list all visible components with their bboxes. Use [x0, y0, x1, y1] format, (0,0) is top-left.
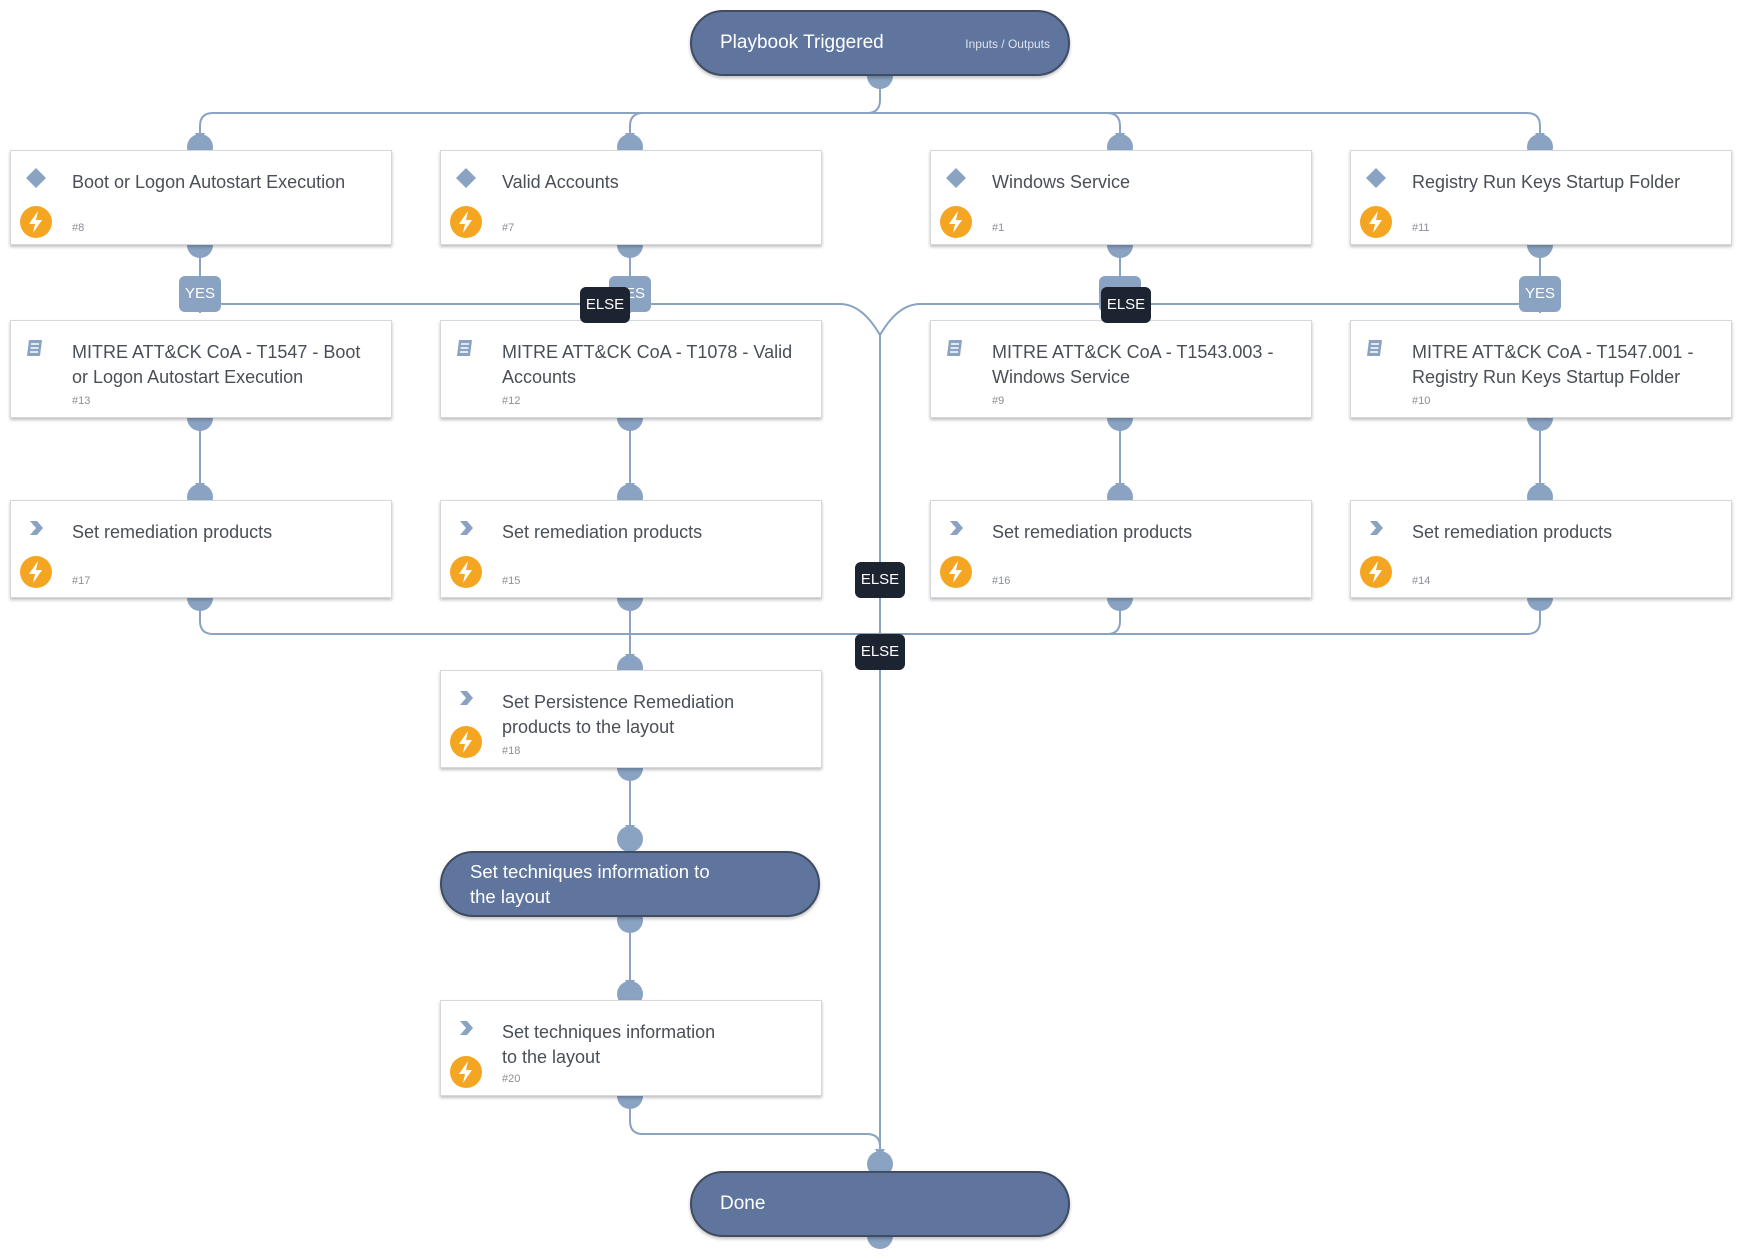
- yes-branch-tag: YES: [1519, 276, 1561, 312]
- yes-branch-tag: YES: [179, 276, 221, 312]
- book-icon: [1367, 340, 1382, 356]
- condition-title: Windows Service: [992, 172, 1131, 192]
- task-number: #18: [502, 745, 521, 757]
- start-title: Playbook Triggered: [720, 32, 884, 53]
- task-number: #9: [992, 395, 1005, 407]
- done-node[interactable]: Done: [690, 1171, 1070, 1237]
- task-number: #20: [502, 1073, 521, 1085]
- task-number: #1: [992, 222, 1005, 234]
- bolt-icon: [940, 206, 972, 238]
- persistence-title: Set Persistence Remediation products to …: [502, 692, 735, 737]
- else-branch-tag: ELSE: [1101, 287, 1151, 323]
- inputs-outputs-link[interactable]: Inputs / Outputs: [965, 37, 1050, 51]
- else-branch-tag: ELSE: [580, 287, 630, 323]
- bolt-icon: [940, 556, 972, 588]
- remediation-task-15[interactable]: Set remediation products #15: [440, 500, 822, 598]
- techniques-title: Set techniques information to the layout: [502, 1022, 716, 1067]
- book-icon: [27, 340, 42, 356]
- condition-title: Valid Accounts: [502, 172, 619, 192]
- persistence-remediation-task[interactable]: Set Persistence Remediation products to …: [440, 670, 822, 768]
- task-number: #8: [72, 222, 85, 234]
- bolt-icon: [1360, 556, 1392, 588]
- task-number: #17: [72, 575, 91, 587]
- book-icon: [457, 340, 472, 356]
- bolt-icon: [20, 556, 52, 588]
- task-number: #16: [992, 575, 1011, 587]
- remediation-task-14[interactable]: Set remediation products #14: [1350, 500, 1732, 598]
- subplaybook-title: MITRE ATT&CK CoA - T1078 - Valid Account…: [502, 342, 793, 387]
- task-number: #12: [502, 395, 521, 407]
- playbook-triggered-node[interactable]: Playbook Triggered Inputs / Outputs: [690, 10, 1070, 76]
- subplaybook-title: MITRE ATT&CK CoA - T1547 - Boot or Logon…: [72, 342, 361, 387]
- bolt-icon: [1360, 206, 1392, 238]
- chevron-right-icon: [30, 521, 43, 535]
- bolt-icon: [450, 1056, 482, 1088]
- task-number: #14: [1412, 575, 1431, 587]
- diamond-icon: [1366, 168, 1386, 188]
- condition-task-valid-accounts[interactable]: Valid Accounts #7: [440, 150, 822, 245]
- subplaybook-task-t1547-001[interactable]: MITRE ATT&CK CoA - T1547.001 - Registry …: [1350, 320, 1732, 418]
- remediation-task-16[interactable]: Set remediation products #16: [930, 500, 1312, 598]
- diamond-icon: [456, 168, 476, 188]
- else-branch-tag: ELSE: [855, 634, 905, 670]
- task-number: #7: [502, 222, 515, 234]
- bolt-icon: [450, 556, 482, 588]
- task-number: #13: [72, 395, 91, 407]
- chevron-right-icon: [950, 521, 963, 535]
- remediation-task-17[interactable]: Set remediation products #17: [10, 500, 392, 598]
- diamond-icon: [26, 168, 46, 188]
- task-number: #11: [1412, 222, 1430, 234]
- condition-title: Registry Run Keys Startup Folder: [1412, 172, 1681, 192]
- done-title: Done: [720, 1193, 766, 1214]
- section-header-techniques[interactable]: Set techniques information to the layout: [440, 851, 820, 917]
- remediation-title: Set remediation products: [72, 522, 273, 542]
- remediation-title: Set remediation products: [1412, 522, 1613, 542]
- bolt-icon: [20, 206, 52, 238]
- chevron-right-icon: [460, 521, 473, 535]
- diamond-icon: [946, 168, 966, 188]
- condition-task-boot-logon[interactable]: Boot or Logon Autostart Execution #8: [10, 150, 392, 245]
- subplaybook-task-t1078[interactable]: MITRE ATT&CK CoA - T1078 - Valid Account…: [440, 320, 822, 418]
- else-branch-tag: ELSE: [855, 562, 905, 598]
- bolt-icon: [450, 206, 482, 238]
- subplaybook-task-t1543-003[interactable]: MITRE ATT&CK CoA - T1543.003 - Windows S…: [930, 320, 1312, 418]
- subplaybook-task-t1547[interactable]: MITRE ATT&CK CoA - T1547 - Boot or Logon…: [10, 320, 392, 418]
- task-number: #10: [1412, 395, 1431, 407]
- section-title: Set techniques information to the layout: [470, 861, 710, 907]
- task-number: #15: [502, 575, 521, 587]
- condition-title: Boot or Logon Autostart Execution: [72, 172, 346, 192]
- condition-task-windows-service[interactable]: Windows Service #1: [930, 150, 1312, 245]
- remediation-title: Set remediation products: [502, 522, 703, 542]
- subplaybook-title: MITRE ATT&CK CoA - T1543.003 - Windows S…: [992, 342, 1274, 387]
- bolt-icon: [450, 726, 482, 758]
- remediation-title: Set remediation products: [992, 522, 1193, 542]
- chevron-right-icon: [460, 691, 473, 705]
- chevron-right-icon: [460, 1021, 473, 1035]
- subplaybook-title: MITRE ATT&CK CoA - T1547.001 - Registry …: [1412, 342, 1694, 387]
- book-icon: [947, 340, 962, 356]
- condition-task-registry-run-keys[interactable]: Registry Run Keys Startup Folder #11: [1350, 150, 1732, 245]
- techniques-info-task[interactable]: Set techniques information to the layout…: [440, 1000, 822, 1096]
- chevron-right-icon: [1370, 521, 1383, 535]
